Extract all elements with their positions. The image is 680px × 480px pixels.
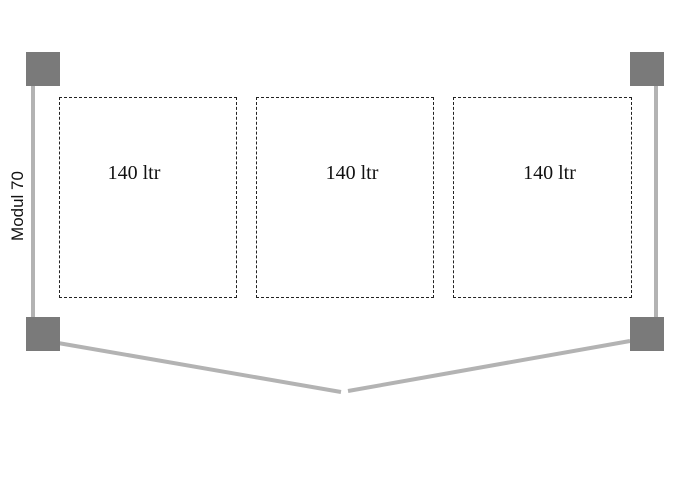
base-line-left [57,341,342,394]
base-line-right [347,339,631,393]
bin-2-label: 140 ltr [325,162,379,184]
post-top-right [630,52,664,86]
left-rail [31,80,35,326]
bin-3: 140 ltr [453,97,632,298]
right-rail [654,80,658,326]
module-label: Modul 70 [8,171,27,241]
bin-1: 140 ltr [59,97,237,298]
bin-2: 140 ltr [256,97,434,298]
post-bottom-left [26,317,60,351]
bin-3-label: 140 ltr [523,162,576,184]
post-bottom-right [630,317,664,351]
post-top-left [26,52,60,86]
bin-1-label: 140 ltr [107,162,161,184]
